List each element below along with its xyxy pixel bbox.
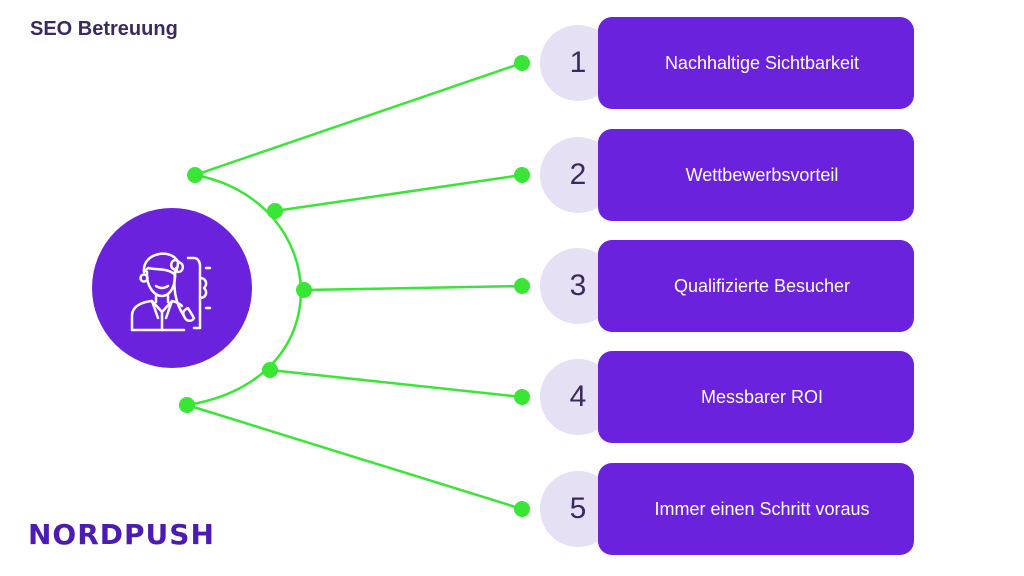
hub-circle: [92, 208, 252, 368]
step-card-1: Nachhaltige Sichtbarkeit: [598, 17, 914, 109]
connector-dot: [514, 278, 530, 294]
connector-dot: [267, 203, 283, 219]
step-label: Messbarer ROI: [700, 386, 824, 407]
connector-dot: [262, 362, 278, 378]
connector-line-3: [303, 284, 523, 292]
step-label: Qualifizierte Besucher: [673, 275, 851, 296]
connector-line-1: [194, 61, 523, 177]
connector-line-4: [269, 368, 523, 399]
support-agent-icon: [130, 252, 212, 332]
step-label: Wettbewerbsvorteil: [685, 164, 839, 185]
step-card-2: Wettbewerbsvorteil: [598, 129, 914, 221]
connector-dot: [296, 282, 312, 298]
step-card-3: Qualifizierte Besucher: [598, 240, 914, 332]
connector-line-5: [186, 403, 523, 511]
page-title: SEO Betreuung: [30, 18, 178, 40]
connector-dot: [514, 501, 530, 517]
connector-dot: [514, 167, 530, 183]
step-label: Nachhaltige Sichtbarkeit: [664, 52, 860, 73]
brand-logo: NORDPUSH: [28, 518, 215, 551]
connector-dot: [514, 55, 530, 71]
step-label: Immer einen Schritt voraus: [654, 498, 870, 519]
connector-dot: [514, 389, 530, 405]
connector-dot: [187, 167, 203, 183]
step-card-4: Messbarer ROI: [598, 351, 914, 443]
connector-line-2: [274, 173, 523, 213]
connector-dot: [179, 397, 195, 413]
step-card-5: Immer einen Schritt voraus: [598, 463, 914, 555]
